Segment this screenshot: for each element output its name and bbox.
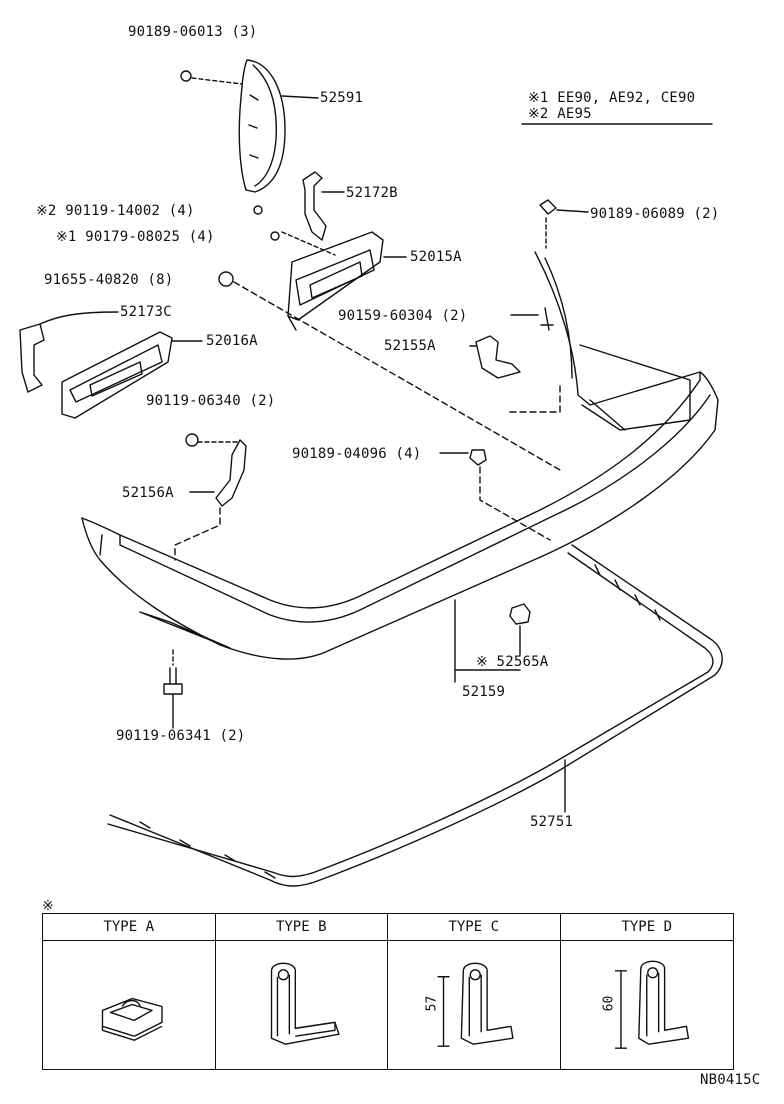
callout-52156a: 52156A: [122, 485, 174, 501]
callout-52016a: 52016A: [206, 333, 258, 349]
clip-type-d-illustration: [614, 960, 689, 1049]
clip-type-b-illustration: [270, 962, 340, 1045]
clip-type-a-illustration: [101, 997, 163, 1041]
table-marker: ※: [42, 898, 54, 914]
part-52156a: [215, 439, 247, 507]
part-52159-bumper: [81, 251, 719, 660]
clip-type-c-illustration: [437, 962, 514, 1047]
callout-52173c: 52173C: [120, 304, 172, 320]
type-d-cell: 60: [561, 941, 734, 1069]
callout-91655-40820: 91655-40820 (8): [44, 272, 174, 288]
legend-note-1: ※1 EE90, AE92, CE90: [528, 90, 696, 106]
part-52015a: [287, 231, 384, 331]
callout-90179-08025: ※1 90179-08025 (4): [56, 229, 215, 245]
figure-code: NB0415C: [700, 1072, 761, 1088]
part-52172b: [302, 171, 327, 241]
callout-90189-06089: 90189-06089 (2): [590, 206, 720, 222]
callout-90119-06340: 90119-06340 (2): [146, 393, 276, 409]
part-52565a: [509, 603, 531, 625]
type-b-cell: [216, 941, 388, 1069]
callout-90189-04096: 90189-04096 (4): [292, 446, 422, 462]
legend-note-2: ※2 AE95: [528, 106, 592, 122]
callout-52155a: 52155A: [384, 338, 436, 354]
type-d-dimension: 60: [600, 995, 616, 1012]
callout-90159-60304: 90159-60304 (2): [338, 308, 468, 324]
type-d-header: TYPE D: [560, 914, 733, 941]
callout-52751: 52751: [530, 814, 574, 830]
callout-90189-06013: 90189-06013 (3): [128, 24, 258, 40]
type-a-cell: [43, 941, 216, 1069]
type-table: TYPE A TYPE B TYPE C TYPE D: [42, 913, 734, 1070]
callout-52159: 52159: [462, 684, 506, 700]
type-c-header: TYPE C: [388, 914, 561, 941]
type-c-cell: 57: [388, 941, 561, 1069]
part-52751-moulding: [107, 544, 723, 887]
type-b-header: TYPE B: [215, 914, 388, 941]
callout-90119-14002: ※2 90119-14002 (4): [36, 203, 195, 219]
nut-90189-06013: [180, 70, 192, 82]
part-52591: [238, 59, 286, 193]
type-c-dimension: 57: [424, 995, 440, 1012]
callout-52172b: 52172B: [346, 185, 398, 201]
part-52016a: [61, 331, 173, 419]
callout-52591: 52591: [320, 90, 364, 106]
callout-52565a: ※ 52565A: [476, 654, 549, 670]
callout-90119-06341: 90119-06341 (2): [116, 728, 246, 744]
clip-91655-40820: [218, 271, 234, 287]
callout-52015a: 52015A: [410, 249, 462, 265]
part-52173c: [19, 323, 45, 393]
part-52155a: [475, 335, 521, 379]
type-a-header: TYPE A: [43, 914, 216, 941]
